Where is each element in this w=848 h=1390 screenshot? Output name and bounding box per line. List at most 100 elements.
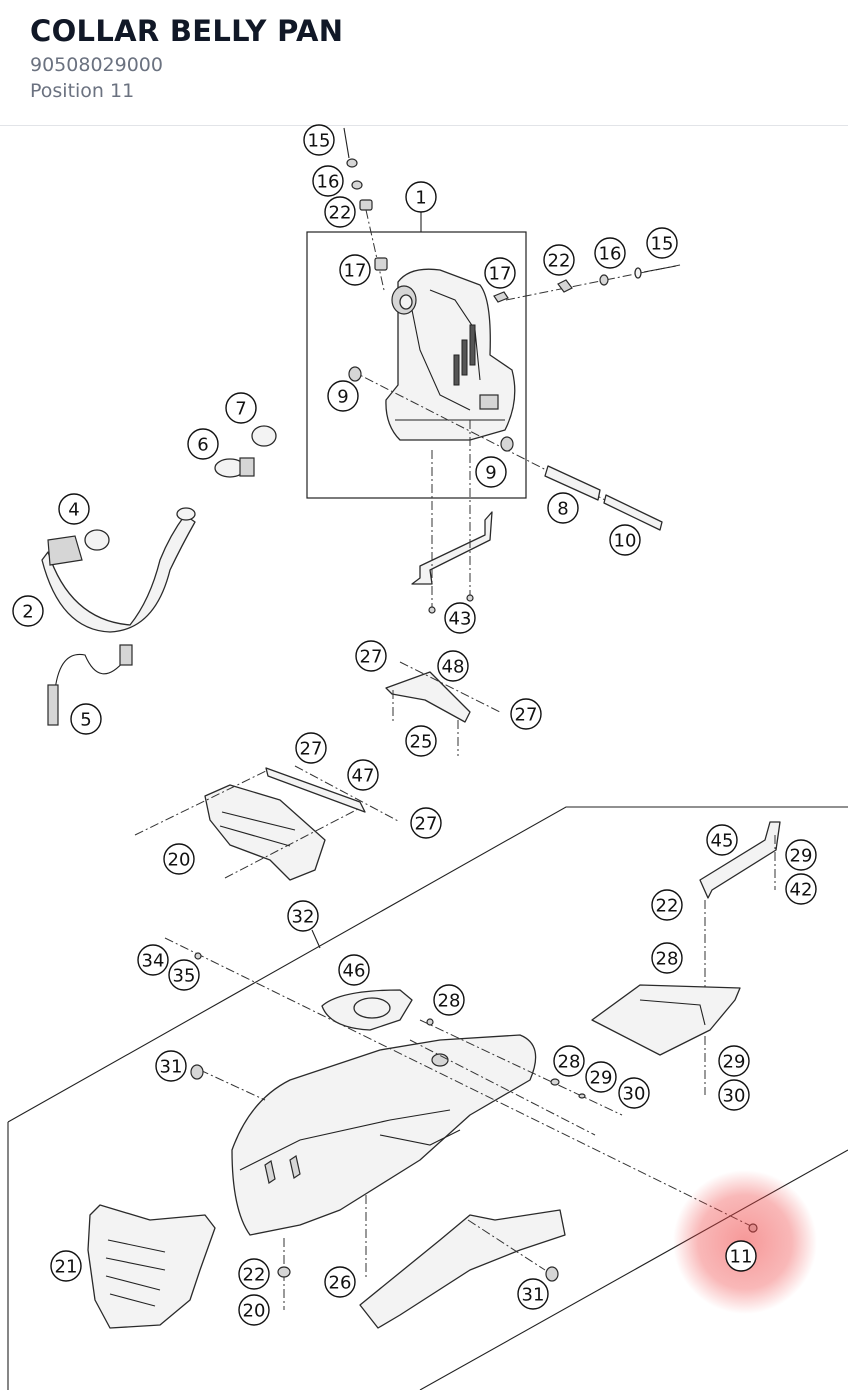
callout-22[interactable]: 22 <box>651 889 683 921</box>
callout-circle <box>484 257 516 289</box>
callout-35[interactable]: 35 <box>168 959 200 991</box>
callout-25[interactable]: 25 <box>405 725 437 757</box>
front-collar-21 <box>87 1204 216 1329</box>
callout-5[interactable]: 5 <box>70 703 102 735</box>
callout-number: 22 <box>548 251 571 272</box>
callout-2[interactable]: 2 <box>12 595 44 627</box>
callout-number: 7 <box>235 399 246 420</box>
callout-15[interactable]: 15 <box>646 227 678 259</box>
callout-number: 4 <box>68 500 79 521</box>
callout-circle <box>594 237 626 269</box>
callout-16[interactable]: 16 <box>594 237 626 269</box>
callout-circle <box>785 873 817 905</box>
callout-8[interactable]: 8 <box>547 492 579 524</box>
callout-1[interactable]: 1 <box>405 181 437 213</box>
callout-number: 22 <box>656 896 679 917</box>
callout-10[interactable]: 10 <box>609 524 641 556</box>
callout-22[interactable]: 22 <box>324 196 356 228</box>
callout-circle <box>785 839 817 871</box>
callout-16[interactable]: 16 <box>312 165 344 197</box>
callout-9[interactable]: 9 <box>327 380 359 412</box>
callout-22[interactable]: 22 <box>543 244 575 276</box>
callout-27[interactable]: 27 <box>510 698 542 730</box>
callout-34[interactable]: 34 <box>137 944 169 976</box>
callout-30[interactable]: 30 <box>618 1077 650 1109</box>
callout-circle <box>585 1061 617 1093</box>
callout-number: 30 <box>723 1086 746 1107</box>
callout-circle <box>651 942 683 974</box>
callout-28[interactable]: 28 <box>651 942 683 974</box>
callout-number: 16 <box>599 244 622 265</box>
callout-circle <box>405 725 437 757</box>
callout-20[interactable]: 20 <box>163 843 195 875</box>
callout-29[interactable]: 29 <box>585 1061 617 1093</box>
callout-28[interactable]: 28 <box>433 984 465 1016</box>
callout-number: 22 <box>329 203 352 224</box>
bracket-43 <box>411 420 493 614</box>
callout-32[interactable]: 32 <box>287 900 319 932</box>
callout-number: 15 <box>308 131 331 152</box>
callout-circle <box>287 900 319 932</box>
callout-45[interactable]: 45 <box>706 824 738 856</box>
callout-number: 47 <box>352 766 375 787</box>
callout-number: 20 <box>243 1301 266 1322</box>
header-pipe <box>41 514 196 633</box>
callout-46[interactable]: 46 <box>338 954 370 986</box>
callout-26[interactable]: 26 <box>324 1266 356 1298</box>
callout-circle <box>547 492 579 524</box>
callout-circle <box>225 392 257 424</box>
bracket-48 <box>385 661 501 756</box>
page-title: COLLAR BELLY PAN <box>30 14 344 48</box>
callout-21[interactable]: 21 <box>50 1250 82 1282</box>
callout-number: 26 <box>329 1273 352 1294</box>
callout-4[interactable]: 4 <box>58 493 90 525</box>
callout-7[interactable]: 7 <box>225 392 257 424</box>
callout-circle <box>168 959 200 991</box>
callout-27[interactable]: 27 <box>410 807 442 839</box>
callout-27[interactable]: 27 <box>355 640 387 672</box>
callout-number: 17 <box>489 264 512 285</box>
callout-circle <box>238 1258 270 1290</box>
callout-circle <box>405 181 437 213</box>
callout-number: 32 <box>292 907 315 928</box>
callout-48[interactable]: 48 <box>437 650 469 682</box>
callout-11[interactable]: 11 <box>725 1240 757 1272</box>
callout-43[interactable]: 43 <box>444 602 476 634</box>
callout-circle <box>312 165 344 197</box>
callout-47[interactable]: 47 <box>347 759 379 791</box>
muffler <box>385 268 516 441</box>
callout-22[interactable]: 22 <box>238 1258 270 1290</box>
callout-17[interactable]: 17 <box>484 257 516 289</box>
callout-9[interactable]: 9 <box>475 456 507 488</box>
callout-number: 28 <box>558 1052 581 1073</box>
callout-30[interactable]: 30 <box>718 1079 750 1111</box>
callout-number: 29 <box>790 846 813 867</box>
callout-circle <box>339 254 371 286</box>
callout-28[interactable]: 28 <box>553 1045 585 1077</box>
callout-number: 10 <box>614 531 637 552</box>
callout-42[interactable]: 42 <box>785 873 817 905</box>
callout-31[interactable]: 31 <box>155 1050 187 1082</box>
callout-15[interactable]: 15 <box>303 124 335 156</box>
callout-number: 28 <box>656 949 679 970</box>
callout-17[interactable]: 17 <box>339 254 371 286</box>
callout-number: 8 <box>557 499 568 520</box>
heat-shield <box>591 984 741 1056</box>
callout-circle <box>50 1250 82 1282</box>
part-number: 90508029000 <box>30 54 163 76</box>
callout-number: 29 <box>723 1052 746 1073</box>
callout-6[interactable]: 6 <box>187 428 219 460</box>
callout-29[interactable]: 29 <box>718 1045 750 1077</box>
callout-circle <box>646 227 678 259</box>
callout-27[interactable]: 27 <box>295 732 327 764</box>
callout-circle <box>327 380 359 412</box>
callout-number: 31 <box>160 1057 183 1078</box>
callout-number: 30 <box>623 1084 646 1105</box>
callout-circle <box>618 1077 650 1109</box>
callout-20[interactable]: 20 <box>238 1294 270 1326</box>
callout-circle <box>609 524 641 556</box>
callout-number: 20 <box>168 850 191 871</box>
callout-29[interactable]: 29 <box>785 839 817 871</box>
callout-31[interactable]: 31 <box>517 1278 549 1310</box>
